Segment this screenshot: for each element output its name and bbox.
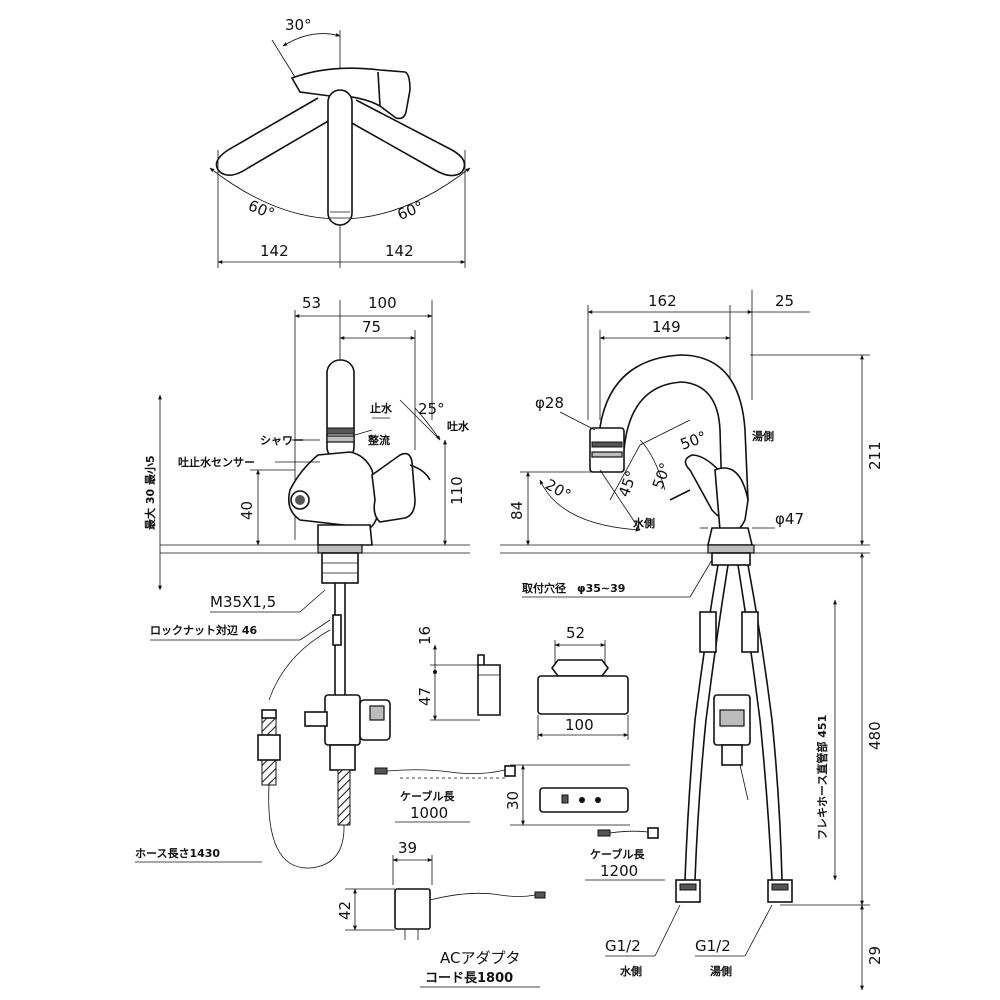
label-cold-bottom: 水側 (620, 964, 642, 978)
label-flexi-hose: フレキホース直管部 451 (815, 715, 829, 840)
angle-45: 45° (615, 468, 641, 499)
label-cord-length: コード長1800 (425, 971, 513, 986)
angle-50-top: 50° (678, 428, 709, 454)
label-sensor: 吐止水センサー (178, 455, 255, 469)
dim-16: 16 (416, 626, 434, 645)
dim-149: 149 (652, 318, 681, 336)
dim-100-box: 100 (565, 716, 594, 734)
components: 16 47 52 100 ケーブル長 1000 30 ケーブル長 (336, 624, 665, 988)
dia-47: φ47 (775, 510, 804, 528)
thread-cold: G1/2 (605, 937, 641, 955)
dim-53: 53 (302, 294, 321, 312)
label-straight-flow: 整流 (367, 433, 390, 447)
top-view: 30° 60° 60° 142 142 (209, 16, 471, 268)
label-cable-1000: ケーブル長 (400, 789, 455, 803)
dim-39: 39 (398, 839, 417, 857)
dim-110: 110 (448, 476, 466, 505)
dim-52: 52 (566, 624, 585, 642)
value-cable-1000: 1000 (410, 804, 448, 822)
dim-angle-25: 25° (418, 400, 445, 418)
label-hot-bottom: 湯側 (710, 964, 732, 978)
label-hot-side-top: 湯側 (752, 429, 774, 443)
dim-162: 162 (648, 292, 677, 310)
label-thread: M35X1,5 (210, 593, 276, 611)
label-mount-hole: 取付穴径 φ35~39 (522, 581, 625, 595)
label-ac-adapter: ACアダプタ (440, 949, 520, 967)
dia-28: φ28 (535, 394, 564, 412)
label-cable-1200: ケーブル長 (590, 847, 645, 861)
label-spout-water: 吐水 (447, 419, 470, 433)
dim-40: 40 (238, 501, 256, 520)
thread-hot: G1/2 (695, 937, 731, 955)
dim-47-bracket: 47 (416, 687, 434, 706)
dim-angle-30: 30° (285, 16, 312, 34)
dim-30: 30 (504, 791, 522, 810)
dim-42: 42 (336, 901, 354, 920)
label-stop-water: 止水 (370, 401, 393, 415)
front-view: 53 100 75 止水 2 (135, 294, 470, 869)
dim-211: 211 (866, 441, 884, 470)
dim-25: 25 (775, 292, 794, 310)
dim-width-right: 142 (385, 242, 414, 260)
label-hose-length: ホース長さ1430 (135, 847, 220, 860)
dim-100-front: 100 (368, 294, 397, 312)
angle-50-mid: 50° (649, 460, 675, 491)
dim-width-left: 142 (260, 242, 289, 260)
dim-angle-60-right: 60° (395, 197, 426, 224)
label-shower: シャワー (260, 434, 304, 447)
value-cable-1200: 1200 (600, 862, 638, 880)
dim-480: 480 (866, 721, 884, 750)
angle-20: 20° (542, 475, 574, 504)
label-max-min: 最大 30 最小5 (143, 455, 157, 530)
dim-84: 84 (508, 501, 526, 520)
side-view: 162 25 149 211 84 φ28 (500, 290, 884, 991)
dim-75: 75 (362, 318, 381, 336)
label-locknut: ロックナット対辺 46 (150, 623, 257, 637)
label-cold-side-mid: 水側 (633, 516, 655, 530)
dim-angle-60-left: 60° (246, 196, 277, 223)
dim-29: 29 (866, 946, 884, 965)
